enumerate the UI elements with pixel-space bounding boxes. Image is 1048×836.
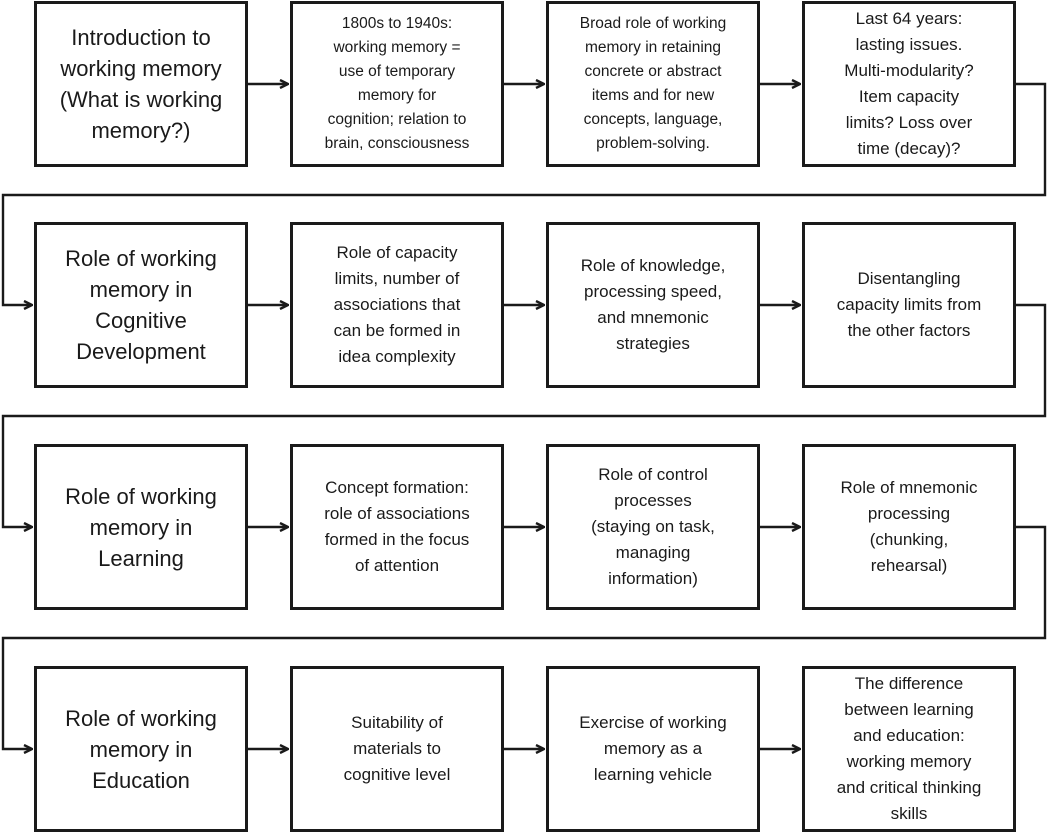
box-concept-formation: Concept formation: role of associations … <box>290 444 504 610</box>
arrow-wrap-row3-to-row4 <box>1 525 1047 749</box>
box-mnemonic-processing: Role of mnemonic processing (chunking, r… <box>802 444 1016 610</box>
box-education: Role of working memory in Education <box>34 666 248 832</box>
box-capacity-limits: Role of capacity limits, number of assoc… <box>290 222 504 388</box>
box-introduction: Introduction to working memory (What is … <box>34 1 248 167</box>
box-history-1800s-1940s: 1800s to 1940s: working memory = use of … <box>290 1 504 167</box>
arrow-wrap-row2-to-row3 <box>1 303 1047 527</box>
box-cognitive-development: Role of working memory in Cognitive Deve… <box>34 222 248 388</box>
box-last-64-years: Last 64 years: lasting issues. Multi-mod… <box>802 1 1016 167</box>
box-suitability: Suitability of materials to cognitive le… <box>290 666 504 832</box>
arrow-wrap-row1-to-row2 <box>1 82 1047 305</box>
box-knowledge-speed: Role of knowledge, processing speed, and… <box>546 222 760 388</box>
box-broad-role: Broad role of working memory in retainin… <box>546 1 760 167</box>
box-control-processes: Role of control processes (staying on ta… <box>546 444 760 610</box>
box-learning: Role of working memory in Learning <box>34 444 248 610</box>
box-disentangling: Disentangling capacity limits from the o… <box>802 222 1016 388</box>
arrow-group <box>1 82 1047 749</box>
box-learning-vs-education: The difference between learning and educ… <box>802 666 1016 832</box>
box-exercise: Exercise of working memory as a learning… <box>546 666 760 832</box>
